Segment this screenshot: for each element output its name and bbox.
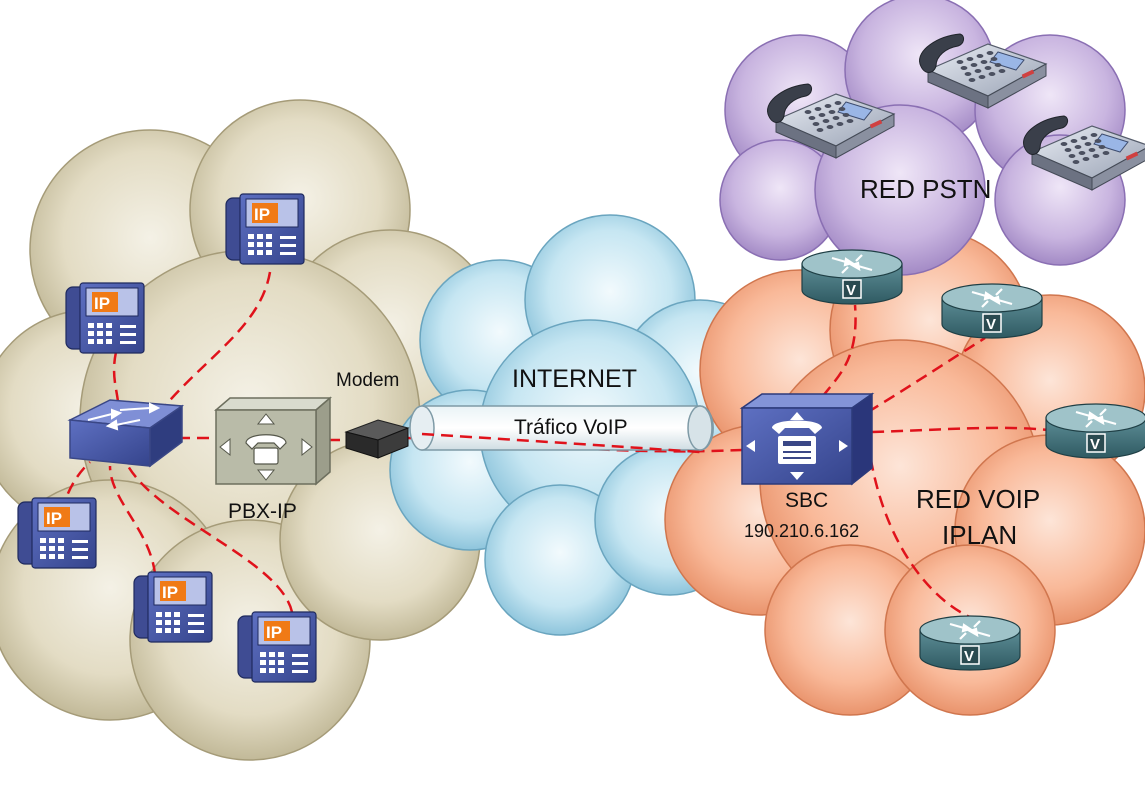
red-voip-label: RED VOIP bbox=[916, 484, 1040, 514]
link-phone2-switch bbox=[154, 271, 272, 419]
ip-badge-label: IP bbox=[266, 623, 282, 642]
ip-badge-label: IP bbox=[94, 294, 110, 313]
pstn-phone-icon bbox=[767, 83, 896, 159]
sbc-icon bbox=[739, 392, 875, 486]
tunnel-icon bbox=[409, 405, 714, 454]
link-phone4-switch bbox=[108, 465, 157, 575]
ip-badge-label: IP bbox=[254, 205, 270, 224]
internet-label: INTERNET bbox=[512, 365, 637, 393]
modem-label: Modem bbox=[336, 370, 399, 391]
voip-router-icon: V bbox=[801, 249, 903, 305]
pstn-phone-icon bbox=[1023, 115, 1145, 191]
pbx-label: PBX-IP bbox=[228, 500, 297, 523]
pbx-icon bbox=[213, 396, 333, 486]
ip-phone-icon: IP bbox=[133, 571, 213, 643]
voip-cloud bbox=[664, 229, 1145, 716]
switch-icon bbox=[67, 399, 185, 468]
sbc-ip-label: 190.210.6.162 bbox=[744, 521, 859, 541]
voip-router-badge-label: V bbox=[846, 282, 856, 299]
pstn-phone-icon bbox=[919, 33, 1048, 109]
ip-phone-icon: IP bbox=[17, 497, 97, 569]
voip-router-badge-label: V bbox=[1090, 436, 1100, 453]
red-pstn-label: RED PSTN bbox=[860, 174, 991, 204]
iplan-label: IPLAN bbox=[942, 520, 1017, 550]
voip-traffic-label: Tráfico VoIP bbox=[514, 416, 628, 439]
ip-phone-icon: IP bbox=[65, 282, 145, 354]
voip-router-icon: V bbox=[1045, 403, 1145, 459]
ip-phone-icon: IP bbox=[225, 193, 305, 265]
modem-icon bbox=[344, 419, 410, 459]
voip-router-icon: V bbox=[919, 615, 1021, 671]
sbc-label: SBC bbox=[785, 489, 828, 512]
link-sbc-router-top2 bbox=[867, 336, 986, 414]
voip-router-icon: V bbox=[941, 283, 1043, 339]
link-sbc-router-bottom bbox=[866, 439, 973, 620]
link-phone5-switch bbox=[126, 465, 294, 613]
voip-router-badge-label: V bbox=[986, 316, 996, 333]
ip-badge-label: IP bbox=[46, 509, 62, 528]
ip-phone-icon: IP bbox=[237, 611, 317, 683]
link-sbc-router-right bbox=[871, 426, 1049, 434]
link-phone1-switch bbox=[112, 351, 120, 413]
ip-badge-label: IP bbox=[162, 583, 178, 602]
voip-router-badge-label: V bbox=[964, 648, 974, 665]
